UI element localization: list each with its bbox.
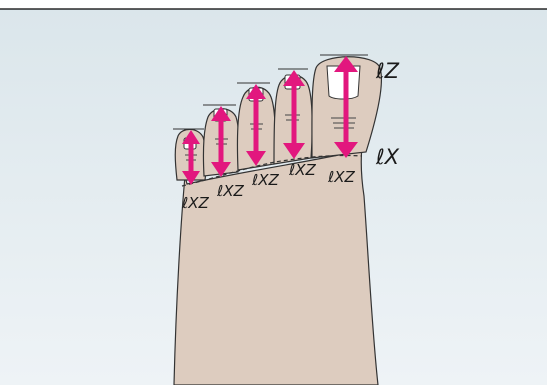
label-segment-toe-4: ℓXZ xyxy=(216,182,244,200)
label-toe-tip-line: ℓZ xyxy=(375,59,400,83)
label-segment-toe-5: ℓXZ xyxy=(181,194,209,212)
label-segment-toe-1: ℓXZ xyxy=(327,168,355,186)
label-toe-base-line: ℓX xyxy=(375,145,400,169)
label-segment-toe-2: ℓXZ xyxy=(288,161,316,179)
label-segment-toe-3: ℓXZ xyxy=(251,171,279,189)
